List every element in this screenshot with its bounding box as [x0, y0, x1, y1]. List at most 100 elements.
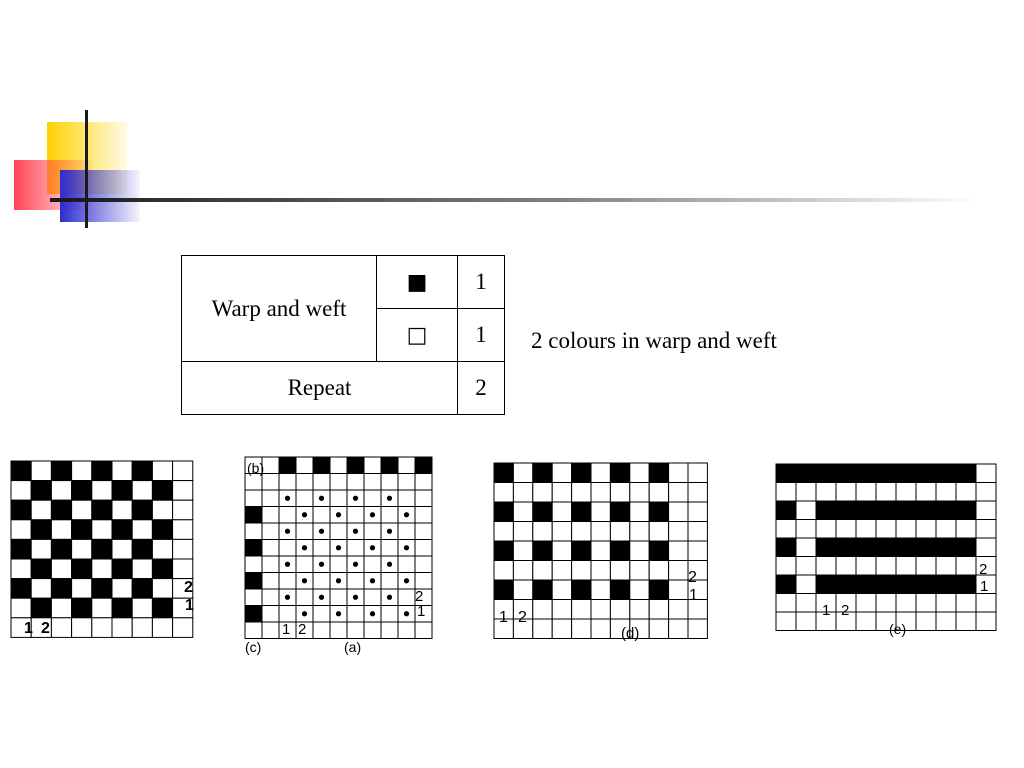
grid-cell-empty: [795, 556, 817, 576]
grid-cell-filled: [50, 499, 73, 521]
diagram-number-2: 2: [415, 588, 423, 605]
grid-cell-empty: [329, 473, 348, 491]
grid-dot: [352, 561, 359, 567]
grid-dot: [386, 495, 393, 501]
grid-cell-empty: [687, 501, 708, 522]
grid-cell-empty: [131, 617, 153, 638]
diagram-number-2: 2: [688, 569, 697, 586]
grid-cell-empty: [493, 482, 514, 503]
grid-cell-empty: [50, 519, 73, 540]
grid-cell-empty: [91, 558, 113, 580]
grid-cell-empty: [329, 555, 348, 573]
grid-cell-empty: [551, 560, 573, 581]
grid-cell-empty: [975, 593, 997, 613]
grid-cell-empty: [295, 588, 314, 606]
grid-dot: [335, 578, 342, 584]
grid-cell-filled: [935, 463, 957, 483]
grid-cell-empty: [261, 522, 280, 540]
grid-cell-empty: [955, 593, 977, 613]
grid-cell-empty: [551, 482, 573, 503]
grid-cell-empty: [855, 482, 877, 502]
grid-cell-filled: [10, 460, 32, 482]
grid-cell-empty: [532, 482, 553, 503]
grid-cell-empty: [795, 611, 817, 631]
grid-cell-empty: [312, 539, 331, 557]
grid-cell-empty: [244, 555, 263, 573]
grid-cell-empty: [590, 501, 611, 522]
grid-dot: [403, 512, 410, 518]
grid-dot: [301, 578, 308, 584]
grid-cell-empty: [687, 482, 708, 503]
weave-diagram-d: 2 1 1 2 (d): [493, 462, 708, 647]
grid-cell-empty: [590, 521, 611, 542]
grid-cell-filled: [50, 578, 73, 599]
grid-cell-empty: [875, 556, 897, 576]
grid-cell-empty: [512, 521, 534, 542]
grid-cell-empty: [668, 618, 689, 639]
grid-cell-filled: [895, 500, 917, 520]
grid-cell-empty: [795, 593, 817, 613]
grid-cell-empty: [329, 621, 348, 639]
diagram-number-1: 1: [185, 597, 194, 614]
grid-cell-empty: [629, 482, 650, 503]
grid-cell-filled: [244, 605, 263, 623]
grid-cell-empty: [955, 519, 977, 539]
grid-cell-filled: [493, 501, 514, 522]
grid-cell-empty: [151, 617, 174, 638]
grid-cell-empty: [532, 560, 553, 581]
grid-cell-empty: [111, 538, 133, 560]
grid-cell-empty: [855, 519, 877, 539]
grid-cell-empty: [261, 572, 280, 590]
grid-cell-empty: [915, 482, 937, 502]
grid-cell-empty: [512, 462, 534, 483]
diagram-axis-1: 1: [282, 621, 290, 638]
grid-cell-empty: [609, 599, 631, 620]
grid-cell-filled: [609, 501, 631, 522]
grid-cell-empty: [363, 522, 382, 540]
grid-dot: [318, 528, 325, 534]
grid-cell-empty: [261, 456, 280, 474]
grid-cell-filled: [855, 463, 877, 483]
grid-cell-empty: [10, 519, 32, 540]
grid-cell-empty: [30, 578, 52, 599]
grid-cell-filled: [111, 519, 133, 540]
grid-cell-empty: [955, 556, 977, 576]
grid-cell-empty: [590, 482, 611, 503]
grid-dot: [369, 512, 376, 518]
grid-cell-filled: [493, 462, 514, 483]
grid-cell-empty: [71, 538, 93, 560]
grid-cell-filled: [111, 597, 133, 619]
grid-cell-empty: [590, 579, 611, 600]
diagram-axis-1: 1: [24, 620, 33, 637]
grid-cell-filled: [815, 463, 837, 483]
grid-cell-empty: [648, 521, 670, 542]
grid-cell-empty: [551, 501, 573, 522]
grid-cell-empty: [10, 597, 32, 619]
grid-cell-empty: [571, 521, 592, 542]
grid-cell-empty: [590, 599, 611, 620]
grid-cell-empty: [493, 560, 514, 581]
grid-cell-empty: [775, 556, 797, 576]
grid-cell-filled: [111, 558, 133, 580]
grid-cell-empty: [261, 506, 280, 524]
grid-cell-empty: [312, 621, 331, 639]
grid-cell-empty: [30, 538, 52, 560]
grid-cell-empty: [815, 556, 837, 576]
grid-cell-filled: [835, 500, 857, 520]
diagram-label-a: (a): [344, 639, 361, 655]
grid-cell-filled: [875, 500, 897, 520]
grid-dot: [352, 594, 359, 600]
grid-cell-filled: [71, 480, 93, 501]
grid-cell-empty: [815, 519, 837, 539]
grid-cell-empty: [512, 482, 534, 503]
slide-decoration: [14, 110, 980, 228]
grid-cell-empty: [955, 611, 977, 631]
grid-cell-empty: [50, 617, 73, 638]
grid-cell-empty: [668, 521, 689, 542]
grid-cell-empty: [172, 617, 194, 638]
grid-cell-empty: [609, 521, 631, 542]
grid-cell-filled: [915, 537, 937, 557]
grid-cell-empty: [590, 540, 611, 561]
grid-cell-filled: [131, 460, 153, 482]
grid-cell-empty: [551, 599, 573, 620]
